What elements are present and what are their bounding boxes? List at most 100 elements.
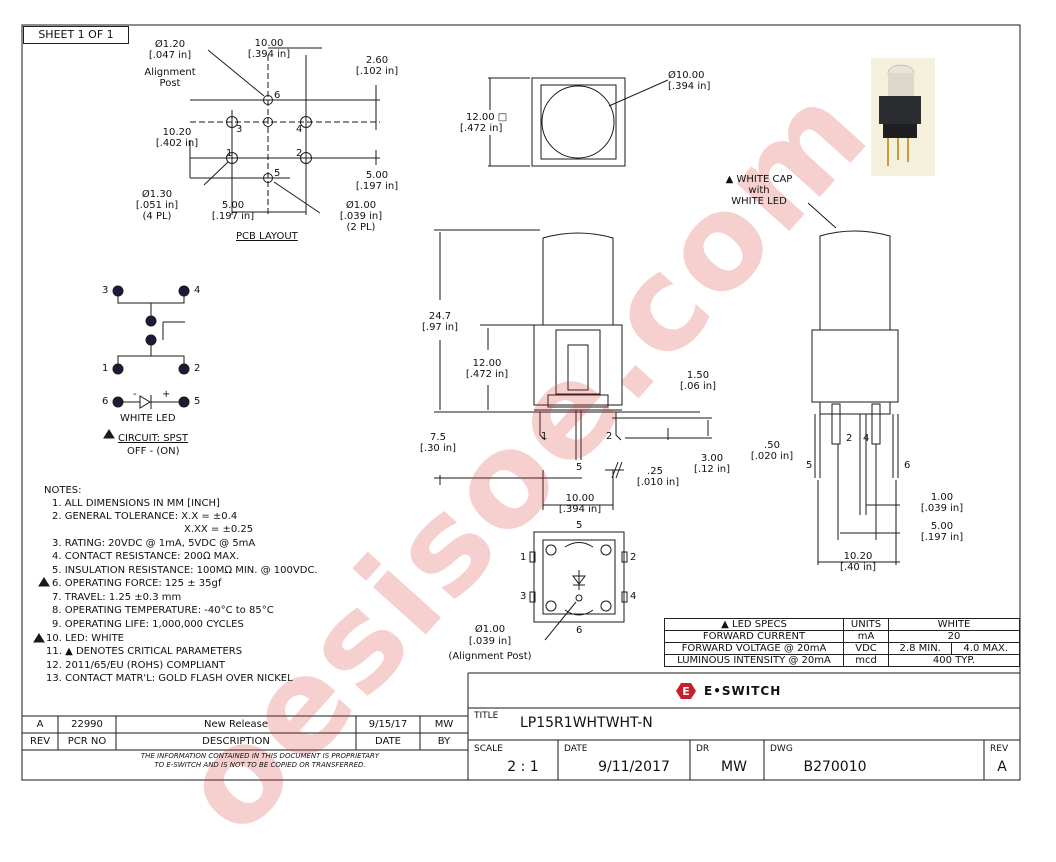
rev-row-date: 9/15/17 (368, 719, 408, 730)
led-spec-name: FORWARD CURRENT (664, 630, 844, 643)
pcb-alignment-post: Alignment Post (144, 67, 196, 89)
front-dim-3-in: [.12 in] (693, 464, 730, 475)
sheet-border (21, 24, 1021, 781)
company-name: E•SWITCH (704, 684, 782, 698)
front-pin-1: 1 (541, 431, 548, 442)
led-spec-name: LUMINOUS INTENSITY @ 20mA (664, 654, 844, 667)
circuit-geometry (112, 285, 190, 409)
led-specs-white-header: WHITE (888, 618, 1020, 631)
side-dim-10-20: 10.20 (843, 551, 873, 562)
pcb-dim-1-30-pl: (4 PL) (142, 211, 172, 222)
side-pin-4: 4 (863, 433, 870, 444)
side-dim-5-00-in: [.197 in] (920, 532, 964, 543)
pcb-dim-1-00-in: [.039 in] (339, 211, 383, 222)
led-spec-unit: VDC (843, 642, 889, 655)
pcb-dim-10-in: [.394 in] (247, 49, 291, 60)
dwg-value: B270010 (803, 759, 867, 775)
led-specs-title: ▲ LED SPECS (664, 618, 844, 631)
bottom-dim-post-in: [.039 in] (468, 636, 512, 647)
top-dim-12-in: [.472 in] (460, 123, 503, 134)
side-dim-50: .50 (764, 440, 780, 451)
front-dim-12-in: [.472 in] (465, 369, 509, 380)
note-2b: X.XX = ±0.25 (184, 524, 254, 535)
bottom-pin-4: 4 (630, 591, 637, 602)
front-dim-12: 12.00 (472, 358, 502, 369)
pcb-dim-1-00: Ø1.00 (345, 200, 377, 211)
rev-header-desc: DESCRIPTION (202, 736, 270, 747)
rev-header-date: DATE (374, 736, 401, 747)
pcb-pin-6: 6 (274, 90, 281, 101)
top-view-geometry (488, 77, 669, 167)
pcb-pin-3: 3 (236, 124, 243, 135)
note-9: 9. OPERATING LIFE: 1,000,000 CYCLES (52, 619, 244, 630)
pcb-dim-1-30-in: [.051 in] (135, 200, 179, 211)
pcb-dim-5-v: 5.00 (365, 170, 389, 181)
sheet-label: SHEET 1 OF 1 (23, 26, 129, 44)
critical-triangle-10 (33, 633, 45, 643)
circuit-pin-4: 4 (194, 285, 201, 296)
top-dim-dia10-in: [.394 in] (668, 81, 711, 92)
rev-row-pcr: 22990 (71, 719, 103, 730)
rev-header-pcr: PCR NO (67, 736, 107, 747)
bottom-post-label: (Alignment Post) (448, 651, 532, 662)
bottom-pin-3: 3 (520, 591, 527, 602)
circuit-caption: CIRCUIT: SPST (118, 433, 189, 444)
critical-triangle-6 (38, 577, 50, 587)
pcb-post-dia-in: [.047 in] (148, 50, 192, 61)
front-dim-24-7-in: [.97 in] (421, 322, 458, 333)
pcb-pin-5: 5 (274, 168, 281, 179)
top-dim-dia10: Ø10.00 (668, 70, 705, 81)
product-photo (871, 58, 935, 176)
front-dim-10: 10.00 (565, 493, 595, 504)
table-row: FORWARD VOLTAGE @ 20mA VDC 2.8 MIN. 4.0 … (664, 642, 1020, 655)
front-dim-7-5-in: [.30 in] (419, 443, 456, 454)
rev-row-desc: New Release (203, 719, 269, 730)
front-pin-2: 2 (606, 431, 613, 442)
led-specs-table: ▲ LED SPECS UNITS WHITE FORWARD CURRENT … (664, 618, 1020, 667)
title-label: TITLE (474, 711, 499, 721)
notes-title: NOTES: (44, 485, 82, 496)
critical-triangle-circuit (103, 429, 115, 439)
side-dim-1-00: 1.00 (930, 492, 954, 503)
note-2: 2. GENERAL TOLERANCE: X.X = ±0.4 (52, 511, 238, 522)
led-plus: + (162, 389, 171, 400)
pcb-dim-5-h-in: [.197 in] (211, 211, 255, 222)
note-11: 11. ▲ DENOTES CRITICAL PARAMETERS (46, 646, 243, 657)
pcb-dim-10: 10.00 (254, 38, 284, 49)
rev-header-by: BY (437, 736, 451, 747)
pcb-dim-1-30: Ø1.30 (141, 189, 173, 200)
side-dim-1-00-in: [.039 in] (920, 503, 964, 514)
pcb-dim-2-60-in: [.102 in] (355, 66, 399, 77)
front-dim-1-50-in: [.06 in] (679, 381, 716, 392)
date-value: 9/11/2017 (598, 759, 670, 775)
note-6: 6. OPERATING FORCE: 125 ± 35gf (52, 578, 222, 589)
pcb-dim-10-20-in: [.402 in] (155, 138, 199, 149)
bottom-view-geometry (529, 531, 628, 641)
pcb-dim-1-00-pl: (2 PL) (346, 222, 376, 233)
pcb-dim-2-60: 2.60 (365, 55, 389, 66)
front-dim-3: 3.00 (700, 453, 724, 464)
drawing-canvas (21, 24, 1021, 781)
led-spec-value-min: 2.8 MIN. (887, 642, 953, 655)
note-13: 13. CONTACT MATR'L: GOLD FLASH OVER NICK… (46, 673, 293, 684)
side-cap-label: ▲ WHITE CAP with WHITE LED (725, 174, 793, 207)
note-7: 7. TRAVEL: 1.25 ±0.3 mm (52, 592, 182, 603)
revision-block-lines (22, 715, 468, 751)
pcb-dim-5-v-in: [.197 in] (355, 181, 399, 192)
date-label: DATE (564, 744, 588, 754)
front-dim-25: .25 (647, 466, 663, 477)
pcb-pin-2: 2 (296, 148, 303, 159)
led-minus: - (133, 389, 137, 400)
e-switch-logo-icon: E (676, 683, 696, 699)
front-dim-10-in: [.394 in] (558, 504, 602, 515)
note-10: 10. LED: WHITE (46, 633, 125, 644)
circuit-mode: OFF - (ON) (127, 446, 180, 457)
side-dim-10-20-in: [.40 in] (839, 562, 876, 573)
note-5: 5. INSULATION RESISTANCE: 100MΩ MIN. @ 1… (52, 565, 318, 576)
dr-value: MW (721, 759, 747, 775)
front-dim-1-50: 1.50 (686, 370, 710, 381)
dr-label: DR (696, 744, 710, 754)
circuit-pin-3: 3 (102, 285, 109, 296)
rev-label: REV (990, 744, 1009, 754)
bottom-dim-post: Ø1.00 (474, 624, 506, 635)
